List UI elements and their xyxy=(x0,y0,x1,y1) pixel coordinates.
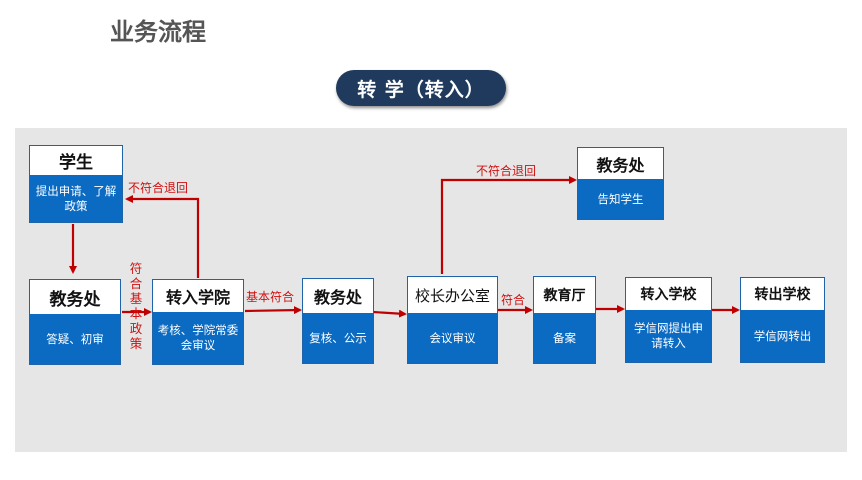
node-transfer-college-title: 转入学院 xyxy=(153,280,243,312)
label-reject-return-top: 不符合退回 xyxy=(476,164,537,178)
node-sending-school-body: 学信网转出 xyxy=(741,310,824,362)
node-transfer-college-body: 考核、学院常委会审议 xyxy=(153,312,243,364)
node-education-dept-body: 备案 xyxy=(534,313,595,363)
node-student-body: 提出申请、了解政策 xyxy=(30,175,122,222)
transfer-in-banner: 转 学（转入） xyxy=(336,70,506,106)
node-sending-school-title: 转出学校 xyxy=(741,278,824,310)
node-student: 学生 提出申请、了解政策 xyxy=(29,145,123,223)
node-academic-affairs-2: 教务处 复核、公示 xyxy=(302,278,374,364)
node-sending-school: 转出学校 学信网转出 xyxy=(740,277,825,363)
node-academic-affairs-3-body: 告知学生 xyxy=(578,179,663,219)
node-receiving-school-title: 转入学校 xyxy=(626,278,711,310)
node-academic-affairs-3: 教务处 告知学生 xyxy=(577,147,664,220)
label-basic-match: 基本符合 xyxy=(246,290,295,304)
node-transfer-college: 转入学院 考核、学院常委会审议 xyxy=(152,279,244,365)
node-education-dept: 教育厅 备案 xyxy=(533,276,596,364)
node-academic-affairs-3-title: 教务处 xyxy=(578,148,663,179)
node-receiving-school-body: 学信网提出申请转入 xyxy=(626,310,711,362)
label-reject-return-left: 不符合退回 xyxy=(128,181,189,195)
node-receiving-school: 转入学校 学信网提出申请转入 xyxy=(625,277,712,363)
node-academic-affairs-2-body: 复核、公示 xyxy=(303,313,373,363)
label-policy-match: 符合基本政策 xyxy=(129,261,143,351)
arrow-president-return-to-affairs3 xyxy=(440,176,577,274)
node-president-office: 校长办公室 会议审议 xyxy=(407,276,498,364)
node-academic-affairs-2-title: 教务处 xyxy=(303,279,373,313)
node-academic-affairs-1: 教务处 答疑、初审 xyxy=(29,279,121,365)
node-academic-affairs-1-body: 答疑、初审 xyxy=(30,314,120,364)
label-match: 符合 xyxy=(501,293,526,307)
node-academic-affairs-1-title: 教务处 xyxy=(30,280,120,314)
node-president-office-title: 校长办公室 xyxy=(408,277,497,313)
node-president-office-body: 会议审议 xyxy=(408,313,497,363)
arrow-affairs2-to-president xyxy=(372,309,407,318)
arrow-college-to-affairs2 xyxy=(244,306,302,315)
node-education-dept-title: 教育厅 xyxy=(534,277,595,313)
page-title: 业务流程 xyxy=(110,18,206,46)
node-student-title: 学生 xyxy=(30,146,122,175)
arrow-college-return-to-student xyxy=(125,195,200,278)
